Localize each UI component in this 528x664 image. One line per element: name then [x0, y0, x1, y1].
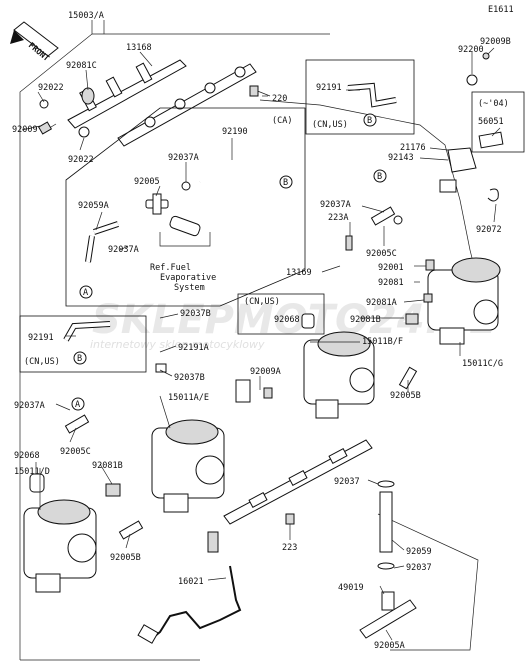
label-92005: 92005 [134, 177, 160, 187]
marker-b-1: B [283, 178, 288, 188]
label-92005Cb: 92005C [60, 447, 91, 457]
label-21176: 21176 [400, 143, 426, 153]
label-92009: 92009 [12, 125, 38, 135]
fuel-evap-line3: System [174, 283, 205, 293]
springs-and-fittings: A B [29, 169, 435, 553]
label-92005B: 92005B [390, 391, 421, 401]
label-15003A: 15003/A [68, 11, 104, 21]
carburetor-3 [303, 331, 375, 419]
label-92005A: 92005A [374, 641, 405, 651]
cn-us-note-a: (CN,US) [312, 120, 348, 130]
label-13169: 13169 [286, 268, 312, 278]
label-92022b: 92022 [68, 155, 94, 165]
label-92081C: 92081C [66, 61, 97, 71]
label-92059A: 92059A [78, 201, 109, 211]
marker-b-4: B [377, 172, 382, 182]
label-92037Ac: 92037A [320, 200, 351, 210]
year-note: (~'04) [478, 99, 509, 109]
label-56051: 56051 [478, 117, 504, 127]
label-92068a: 92068 [274, 315, 300, 325]
part-labels: 15003/A 13168 92081C 92022 92009 92022 2… [12, 11, 511, 651]
ca-note: (CA) [272, 116, 292, 126]
label-92200: 92200 [458, 45, 484, 55]
label-92072: 92072 [476, 225, 502, 235]
label-92081Bb: 92081B [92, 461, 123, 471]
label-15011D: 15011/D [14, 467, 50, 477]
fuel-evap-line1: Ref.Fuel [150, 263, 191, 273]
label-92037Ab: 92037A [108, 245, 139, 255]
label-92009A: 92009A [250, 367, 281, 377]
label-49019: 49019 [338, 583, 364, 593]
label-92009B: 92009B [480, 37, 511, 47]
label-92022a: 92022 [38, 83, 64, 93]
bottom-right-tube [359, 480, 479, 651]
cn-us-note-c: (CN,US) [24, 357, 60, 367]
label-15011AE: 15011A/E [168, 393, 209, 403]
ca-region-box: (CA) Ref.Fuel Evaporative System A B [65, 107, 306, 307]
label-92068b: 92068 [14, 451, 40, 461]
carburetor-1 [23, 499, 97, 593]
label-92037c: 92037 [406, 563, 432, 573]
label-92005C: 92005C [366, 249, 397, 259]
label-92081: 92081 [378, 278, 404, 288]
carburetor-4 [427, 257, 501, 345]
label-220: 220 [272, 94, 287, 104]
label-92001: 92001 [378, 263, 404, 273]
label-92191b: 92191 [28, 333, 54, 343]
label-13168: 13168 [126, 43, 152, 53]
label-92037Ba: 92037B [180, 309, 211, 319]
marker-b-3: B [77, 354, 82, 364]
front-arrow-icon: FRONT [10, 21, 59, 63]
label-92059: 92059 [406, 547, 432, 557]
label-92081A: 92081A [366, 298, 397, 308]
watermark-tagline: internetowy sklep motocyklowy [90, 338, 265, 351]
label-92081B: 92081B [350, 315, 381, 325]
label-92190: 92190 [222, 127, 248, 137]
label-92005Bb: 92005B [110, 553, 141, 563]
year-box: (~'04) [439, 52, 525, 202]
marker-b-2: B [367, 116, 372, 126]
label-92143: 92143 [388, 153, 414, 163]
label-92037: 92037 [334, 477, 360, 487]
label-15011BF: 15011B/F [362, 337, 403, 347]
cn-us-box-top: (CN,US) B [305, 59, 415, 135]
label-92037Bb: 92037B [174, 373, 205, 383]
label-15011CG: 15011C/G [462, 359, 503, 369]
label-223b: 223 [282, 543, 297, 553]
carburetor-2 [151, 419, 225, 513]
assembly-outline [19, 20, 491, 661]
marker-a-2: A [75, 400, 80, 410]
label-16021: 16021 [178, 577, 204, 587]
linkage-bar [223, 439, 373, 525]
cn-us-box-left: (CN,US) B [19, 315, 147, 373]
label-92191A: 92191A [178, 343, 209, 353]
label-223a: 223A [328, 213, 348, 223]
label-92037Ad: 92037A [14, 401, 45, 411]
fuel-rail-top [37, 59, 271, 147]
cn-us-box-mid: (CN,US) [237, 293, 325, 335]
sheet-code: E1611 [488, 5, 514, 15]
fuel-evap-line2: Evaporative [160, 273, 216, 283]
leader-lines [21, 20, 501, 641]
cn-us-note-b: (CN,US) [244, 297, 280, 307]
label-92037Aa: 92037A [168, 153, 199, 163]
marker-a-1: A [83, 288, 88, 298]
throttle-cable [137, 565, 242, 644]
label-92191a: 92191 [316, 83, 342, 93]
